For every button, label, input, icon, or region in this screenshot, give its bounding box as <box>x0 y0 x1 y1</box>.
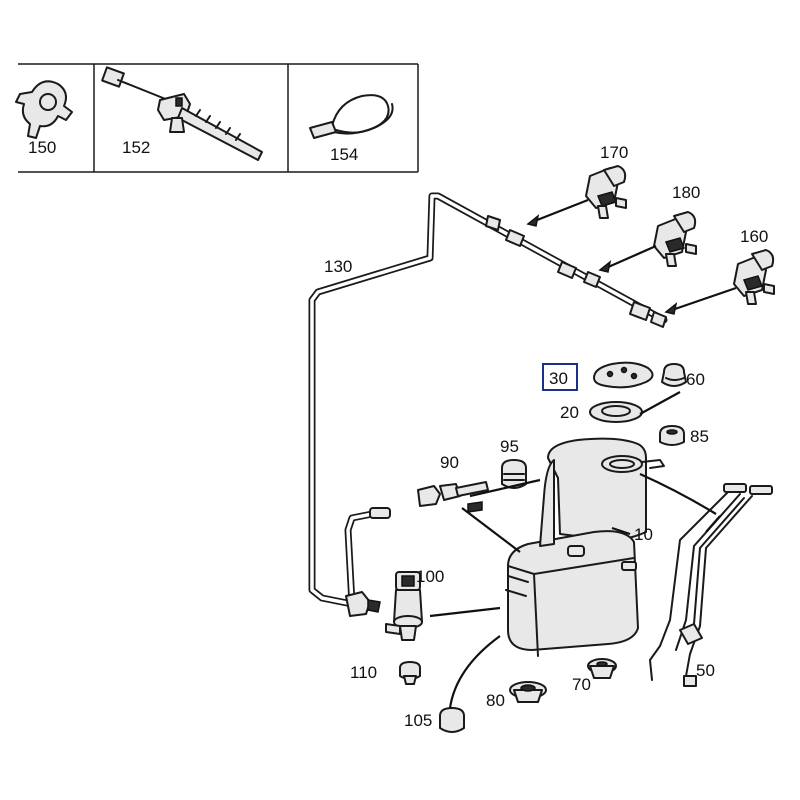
strap-tie-154 <box>309 94 394 139</box>
nozzle-170 <box>585 165 627 219</box>
label-95: 95 <box>500 437 519 456</box>
nozzle-180 <box>653 211 697 267</box>
label-170: 170 <box>600 143 628 162</box>
reservoir-10 <box>505 437 665 657</box>
grommet-70 <box>587 658 617 679</box>
label-60: 60 <box>686 370 705 389</box>
hose-assembly-50 <box>649 483 773 687</box>
grommet-85 <box>659 425 685 446</box>
label-160: 160 <box>740 227 768 246</box>
label-70: 70 <box>572 675 591 694</box>
label-90: 90 <box>440 453 459 472</box>
grommet-95 <box>501 459 527 489</box>
label-20: 20 <box>560 403 579 422</box>
label-110: 110 <box>350 663 377 682</box>
pump-100 <box>385 571 423 641</box>
clip-150 <box>15 80 73 139</box>
hose-130 <box>308 192 668 617</box>
accessory-panel <box>18 63 419 173</box>
seal-ring-20 <box>589 401 643 423</box>
grommet-80 <box>509 681 547 703</box>
label-180: 180 <box>672 183 700 202</box>
label-150: 150 <box>28 138 56 157</box>
highlight-box-30 <box>542 363 578 391</box>
label-152: 152 <box>122 138 150 157</box>
label-105: 105 <box>404 711 432 730</box>
label-30: 30 <box>549 369 568 388</box>
grommet-110 <box>399 661 421 685</box>
grommet-60 <box>661 363 687 387</box>
label-10: 10 <box>634 525 653 544</box>
label-130: 130 <box>324 257 352 276</box>
label-154: 154 <box>330 145 358 164</box>
nozzle-160 <box>733 249 775 305</box>
cable-tie-clip-152 <box>101 66 263 161</box>
cap-plate-30 <box>593 361 654 389</box>
connector-90 <box>417 481 489 513</box>
grommet-105 <box>439 707 465 733</box>
label-80: 80 <box>486 691 505 710</box>
label-50: 50 <box>696 661 715 680</box>
label-85: 85 <box>690 427 709 446</box>
label-100: 100 <box>416 567 444 586</box>
